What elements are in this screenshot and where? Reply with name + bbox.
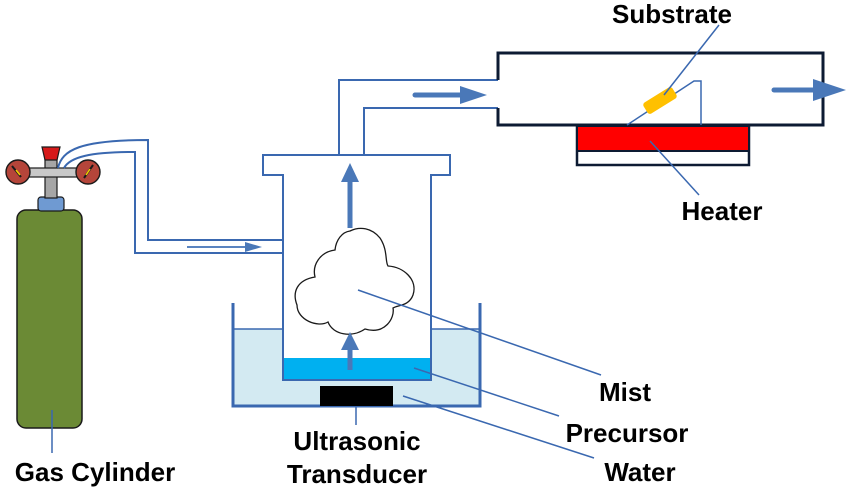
exhaust-arrow	[771, 79, 846, 101]
mist-transfer-tube	[338, 79, 498, 155]
label-heater: Heater	[682, 196, 763, 226]
label-water: Water	[604, 457, 675, 487]
cylinder-body	[16, 209, 83, 429]
valve-cap	[41, 146, 61, 161]
cylinder-collar	[37, 196, 65, 212]
ultrasonic-transducer	[320, 386, 393, 406]
water-leader	[402, 395, 595, 459]
leader-lines	[51, 24, 720, 459]
precursor-liquid	[283, 358, 431, 380]
gas-inlet-pipe	[57, 138, 283, 254]
gas-flow-arrow	[187, 242, 262, 252]
precursor-leader	[413, 367, 560, 417]
label-mist: Mist	[599, 377, 651, 407]
heater-element	[578, 127, 748, 150]
pressure-gauge-right	[75, 159, 101, 185]
mist-transfer-arrow	[412, 86, 487, 104]
heater-leader	[649, 140, 700, 196]
label-gas-cylinder: Gas Cylinder	[15, 457, 175, 487]
valve-crossbar	[27, 167, 79, 178]
mist-leader	[357, 289, 602, 376]
substrate	[643, 87, 677, 114]
substrate-leader	[663, 24, 720, 96]
label-transducer-line2: Transducer	[287, 459, 427, 489]
label-transducer-line1: Ultrasonic	[293, 426, 420, 456]
pressure-gauge-left	[5, 159, 31, 185]
heater	[575, 124, 751, 167]
mist-rise-arrow-lower	[341, 332, 359, 370]
label-substrate: Substrate	[612, 0, 732, 29]
mist-cloud	[294, 227, 415, 335]
gas-cylinder	[5, 146, 101, 429]
mist-rise-arrow-upper	[341, 163, 359, 228]
label-precursor: Precursor	[566, 418, 689, 448]
